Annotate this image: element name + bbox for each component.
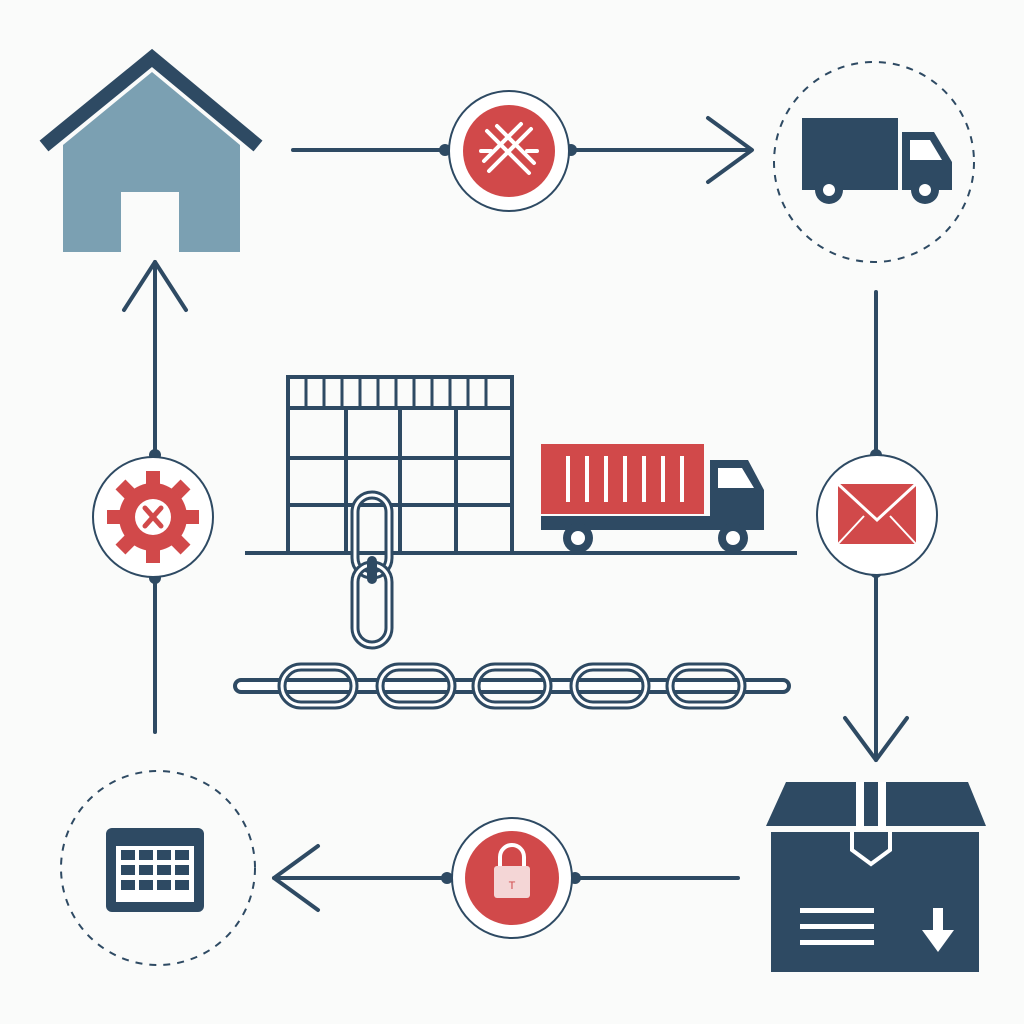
padlock-icon: T	[494, 843, 530, 898]
vertical-chain-icon	[355, 495, 389, 645]
house-icon	[39, 48, 263, 252]
arrowhead-left	[272, 844, 320, 912]
cargo-truck-icon	[541, 444, 764, 553]
crossed-tools-icon	[479, 122, 539, 175]
transport-node	[773, 61, 975, 263]
calendar-grid-icon	[106, 828, 204, 912]
disruption-badge	[448, 90, 570, 212]
warehouse-icon	[286, 375, 514, 555]
cardboard-box-icon	[766, 782, 986, 972]
padlock-label: T	[509, 880, 516, 892]
message-badge	[816, 454, 938, 576]
flow-connectors	[122, 116, 909, 912]
arrowhead-down	[843, 716, 909, 762]
dashed-circle-frame	[60, 770, 256, 966]
delivery-truck-icon	[802, 118, 952, 204]
gear-wrench-icon	[107, 471, 199, 563]
connector-dots	[149, 144, 882, 884]
horizontal-chain-icon	[233, 667, 791, 705]
arrowhead-up	[122, 260, 188, 312]
center-scene	[233, 375, 797, 705]
schedule-node	[60, 770, 256, 966]
processing-badge	[92, 456, 214, 578]
envelope-icon	[836, 482, 918, 545]
security-badge: T	[451, 817, 573, 939]
arrowhead-right	[706, 116, 754, 184]
dashed-circle-frame	[773, 61, 975, 263]
